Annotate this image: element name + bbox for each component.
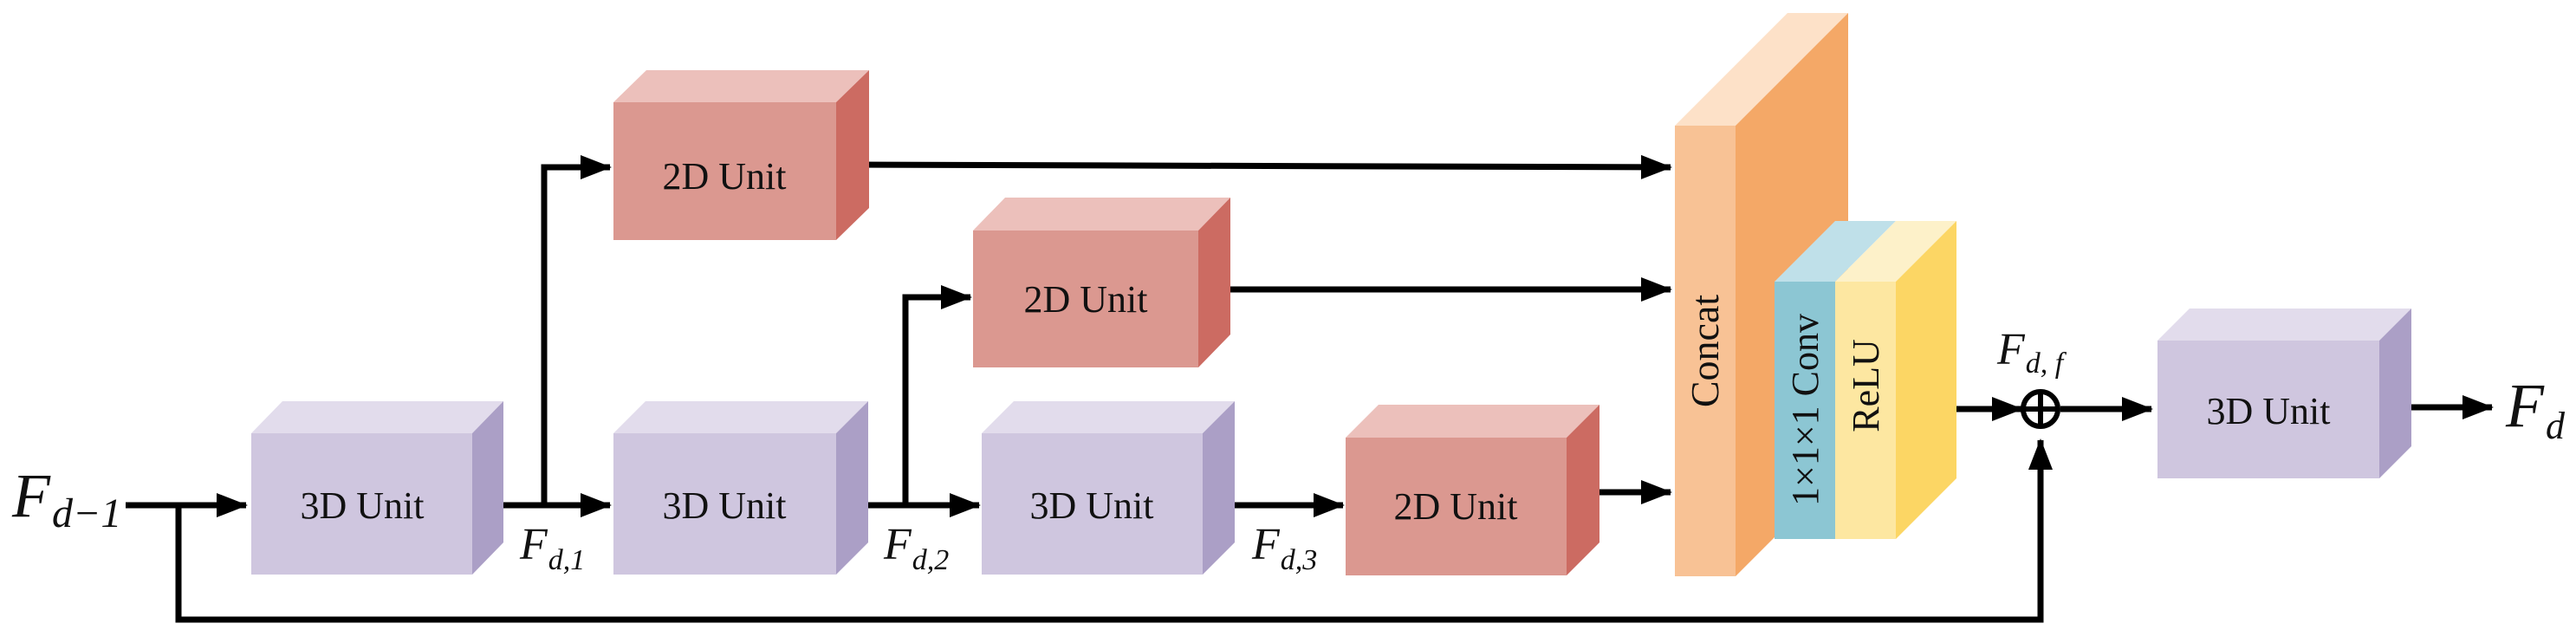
concat-top [1675, 13, 1848, 126]
relu-label: ReLU [1845, 339, 1887, 432]
unit-3d-c-top [982, 401, 1235, 433]
unit-2d-mid-top [973, 198, 1230, 231]
relu-block: ReLU [1835, 221, 1956, 539]
unit-3d-out-top [2157, 309, 2411, 341]
skip-connection [175, 438, 2053, 623]
f1-label: Fd,1 [519, 520, 585, 576]
concat-front [1675, 126, 1736, 576]
unit-3d-out-label: 3D Unit [2207, 390, 2331, 432]
arrow-2d-top-to-concat [853, 154, 1672, 179]
conv-top [1775, 221, 1896, 282]
sum-node [2021, 389, 2060, 429]
unit-2d-low: 2D Unit [1346, 405, 1599, 575]
relu-front [1835, 282, 1896, 539]
unit-3d-b-top [613, 401, 868, 433]
unit-2d-mid-side [1198, 198, 1230, 367]
relu-top [1835, 221, 1956, 282]
conv-block: 1×1×1 Conv [1775, 221, 1896, 539]
unit-2d-top: 2D Unit [613, 70, 869, 240]
relu-side [1896, 221, 1956, 539]
unit-2d-top-front [613, 102, 836, 240]
unit-2d-low-side [1567, 405, 1599, 575]
unit-2d-low-top [1346, 405, 1599, 438]
unit-3d-a-top [251, 401, 503, 433]
unit-2d-mid-front [973, 231, 1198, 367]
arrow-branch-to-2d-mid [902, 285, 972, 505]
unit-2d-low-label: 2D Unit [1394, 485, 1518, 528]
output-label: Fd [2505, 371, 2566, 447]
conv-label: 1×1×1 Conv [1784, 314, 1827, 506]
conv-front [1775, 282, 1835, 539]
unit-3d-out-front [2157, 341, 2379, 478]
unit-3d-a-label: 3D Unit [301, 484, 425, 527]
unit-3d-a-side [472, 401, 503, 575]
unit-3d-b-label: 3D Unit [663, 484, 787, 527]
unit-3d-c-label: 3D Unit [1030, 484, 1154, 527]
f3-label: Fd,3 [1251, 520, 1317, 576]
unit-3d-c-front [982, 433, 1203, 575]
unit-3d-out: 3D Unit [2157, 309, 2411, 478]
unit-3d-a-front [251, 433, 472, 575]
f2-label: Fd,2 [883, 520, 949, 576]
unit-3d-a: 3D Unit [251, 401, 503, 575]
unit-2d-top-side [836, 70, 869, 240]
unit-2d-low-front [1346, 438, 1567, 575]
unit-2d-mid: 2D Unit [973, 198, 1230, 367]
input-label: Fd−1 [11, 461, 121, 536]
unit-3d-out-side [2379, 309, 2411, 478]
unit-3d-c: 3D Unit [982, 401, 1235, 575]
unit-3d-b: 3D Unit [613, 401, 868, 575]
concat-label: Concat [1683, 295, 1727, 408]
arrow-branch-to-2d-top [541, 155, 612, 505]
unit-3d-b-side [836, 401, 868, 575]
unit-3d-c-side [1203, 401, 1235, 575]
ff-label: Fd, f [1996, 325, 2067, 380]
unit-2d-mid-label: 2D Unit [1024, 278, 1148, 321]
unit-2d-top-label: 2D Unit [663, 155, 787, 198]
unit-2d-top-top [613, 70, 869, 102]
unit-3d-b-front [613, 433, 836, 575]
